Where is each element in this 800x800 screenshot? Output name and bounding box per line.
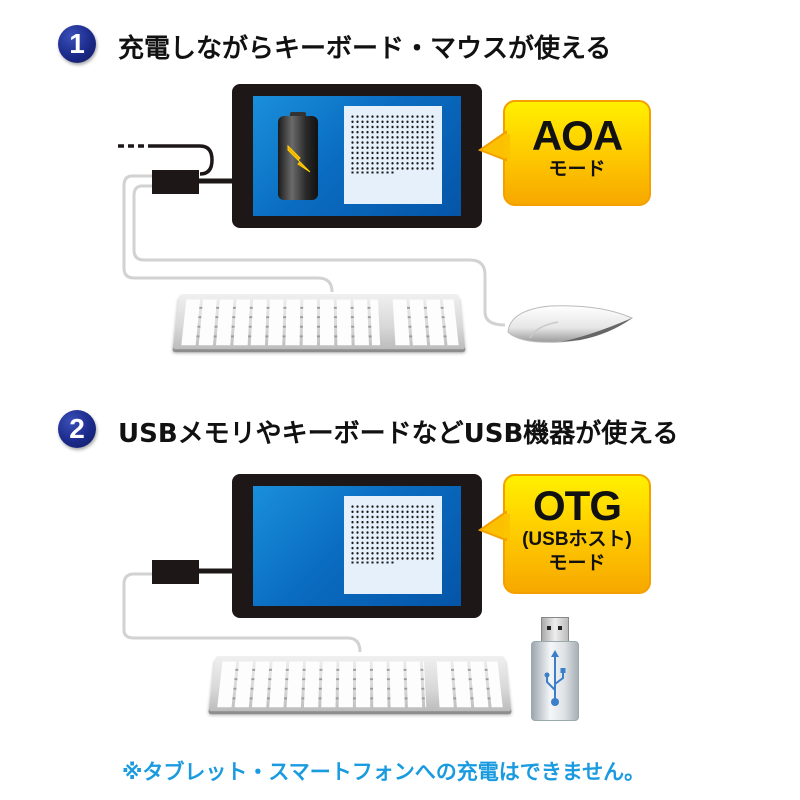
step-2-badge: 2 <box>58 410 96 448</box>
battery-charging-icon <box>278 112 318 200</box>
section-2-title: USBメモリやキーボードなどUSB機器が使える <box>118 419 679 449</box>
bubble-tail-1 <box>477 130 510 162</box>
cables-illustration-2 <box>122 568 362 653</box>
bubble-tail-2 <box>477 510 510 542</box>
tablet-2-screen <box>253 486 461 606</box>
step-2-number: 2 <box>69 413 85 444</box>
keyboard-2 <box>208 656 512 712</box>
usb-symbol-icon <box>544 650 566 706</box>
usb-flash-drive <box>531 617 579 721</box>
mouse <box>507 305 634 343</box>
otg-mode-subtitle: (USBホスト) <box>522 529 632 550</box>
aoa-mode-subtitle: モード <box>548 159 606 180</box>
aoa-mode-title: AOA <box>531 112 623 159</box>
otg-mode-title: OTG <box>533 482 622 529</box>
usb-adapter-2 <box>152 560 199 584</box>
otg-mode-subtitle-2: モード <box>548 553 606 574</box>
keyboard-1 <box>172 294 466 350</box>
otg-mode-badge: OTG (USBホスト) モード <box>503 474 651 594</box>
document-icon <box>344 496 442 594</box>
aoa-mode-badge: AOA モード <box>503 100 651 206</box>
section-1-title: 充電しながらキーボード・マウスが使える <box>118 34 612 64</box>
usb-adapter-1 <box>152 170 199 194</box>
tablet-1 <box>232 84 482 228</box>
charging-disclaimer-note: ※タブレット・スマートフォンへの充電はできません。 <box>122 760 646 784</box>
tablet-1-screen <box>253 96 461 216</box>
cables-illustration-1 <box>118 144 506 327</box>
step-1-badge: 1 <box>58 25 96 63</box>
tablet-2 <box>232 474 482 618</box>
step-1-number: 1 <box>69 28 85 59</box>
document-icon <box>344 106 442 204</box>
